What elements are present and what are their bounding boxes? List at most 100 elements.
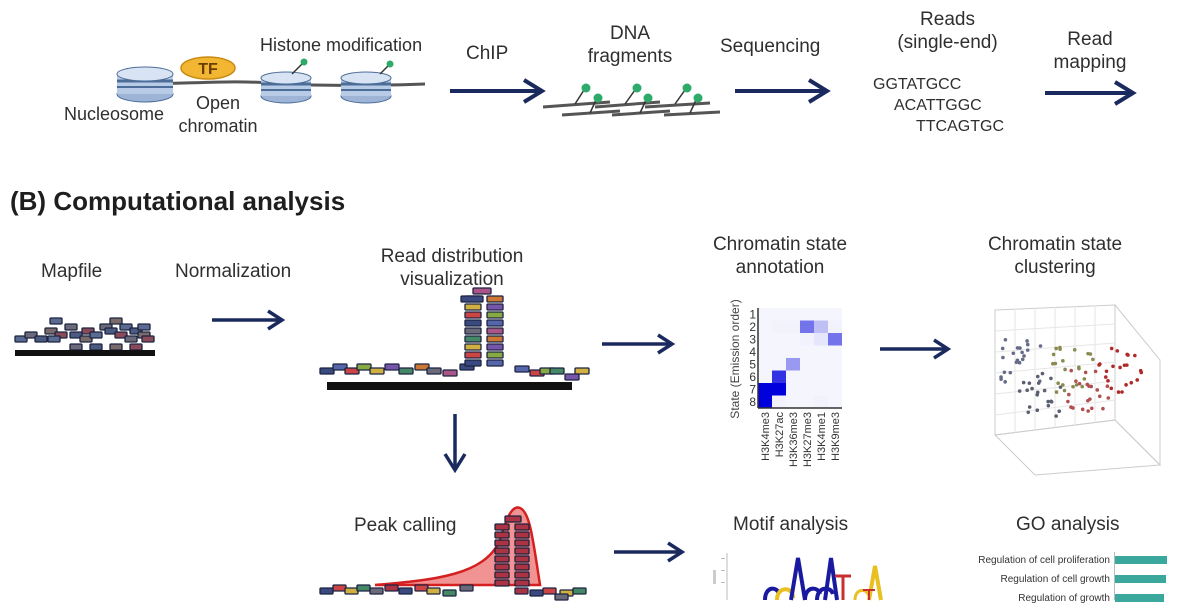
nucleosome-icon	[116, 66, 174, 103]
logo-letter-a	[867, 565, 883, 601]
go-bar	[1115, 575, 1166, 583]
motif-analysis-label: Motif analysis	[733, 514, 849, 535]
scatter-point	[1036, 381, 1041, 385]
scatter-point	[1103, 375, 1108, 379]
heatmap-cell	[786, 320, 800, 333]
heatmap-cell	[758, 395, 772, 408]
arrow-right-icon	[735, 78, 831, 104]
scatter-point	[1072, 348, 1077, 352]
scatter-point	[1035, 390, 1040, 395]
scatter-point	[999, 377, 1003, 381]
read-fragment	[472, 287, 492, 295]
read-fragment	[574, 367, 590, 375]
heatmap-mark-tick: H3K9me3	[830, 412, 842, 461]
scatter-point	[1061, 359, 1065, 363]
read-fragment	[414, 584, 429, 592]
scatter-point	[1049, 376, 1053, 381]
read-fragment	[494, 523, 510, 531]
scatter-point	[1017, 389, 1022, 393]
scatter-point	[1025, 348, 1030, 352]
scatter-point	[1051, 361, 1055, 366]
chromatin-state-clustering-label: Chromatin state clustering	[987, 234, 1123, 278]
genome-baseline	[327, 382, 572, 390]
heatmap-cell	[772, 370, 786, 383]
read-fragment	[34, 335, 48, 343]
scatter-point	[1008, 370, 1013, 375]
scatter-point	[1025, 339, 1029, 343]
scatter-point	[1022, 354, 1026, 358]
scatter-point	[1106, 396, 1111, 400]
read-fragment	[486, 359, 504, 367]
scatter-point	[1017, 360, 1022, 365]
scatter-point	[1074, 379, 1078, 383]
read-fragment	[319, 587, 334, 595]
scatter-point	[1104, 369, 1109, 374]
read-fragment	[514, 547, 530, 555]
heatmap-cell	[814, 308, 828, 321]
logo-letter-c	[815, 586, 835, 601]
scatter-point	[1051, 352, 1056, 357]
histone-tail	[291, 63, 303, 75]
read-fragment	[124, 335, 138, 343]
read-fragment	[464, 319, 482, 327]
scatter-point	[1093, 369, 1098, 374]
read-fragment	[426, 587, 441, 595]
read-fragment	[344, 587, 359, 595]
heatmap-cell	[786, 345, 800, 358]
scatter-point	[1069, 368, 1074, 373]
chromatin-state-annotation-label: Chromatin state annotation	[712, 234, 848, 278]
heatmap-cell	[814, 333, 828, 346]
normalization-label: Normalization	[175, 261, 292, 282]
logo-letter-c	[853, 589, 871, 601]
scatter-point	[1071, 406, 1075, 410]
read-fragment	[114, 331, 128, 339]
heatmap-cell	[772, 383, 786, 396]
scatter-point	[1020, 357, 1025, 362]
dna-fragments-label: DNA fragments	[587, 23, 673, 67]
read-fragment	[514, 587, 529, 595]
scatter-point	[1049, 399, 1053, 404]
heatmap-mark-tick: H3K4me3	[760, 412, 772, 461]
arrow-right-icon	[614, 541, 686, 563]
heatmap-mark-tick: H3K27ac	[774, 412, 786, 458]
go-term-label: Regulation of cell proliferation	[978, 555, 1110, 566]
read-fragment	[486, 327, 504, 335]
scatter-point	[1001, 355, 1005, 360]
panel-b-title: (B) Computational analysis	[10, 186, 346, 216]
scatter-point	[1135, 378, 1140, 382]
scatter-point	[1030, 386, 1034, 391]
scatter-point	[1063, 367, 1067, 372]
heatmap-cell	[758, 320, 772, 333]
read-fragment	[554, 593, 569, 601]
scatter-point	[1133, 353, 1137, 358]
nucleosome-label: Nucleosome	[64, 104, 165, 124]
scatter-point	[1025, 342, 1030, 347]
heatmap-state-tick: 3	[749, 333, 756, 347]
peak-calling-label: Peak calling	[354, 515, 457, 536]
read-fragment	[494, 531, 510, 539]
heatmap-cell	[758, 333, 772, 346]
heatmap-cell	[814, 358, 828, 371]
scatter-point	[1129, 380, 1134, 385]
scatter-point	[1115, 349, 1120, 353]
heatmap-cell	[758, 345, 772, 358]
scatter-point	[1015, 346, 1020, 350]
scatter-point	[1080, 407, 1085, 412]
scatter-point	[1082, 377, 1087, 381]
nucleosome-icon	[260, 58, 312, 104]
read-fragment	[459, 584, 474, 592]
read-fragment	[486, 351, 504, 359]
scatter-point	[1025, 388, 1029, 393]
open-chromatin-label: Open chromatin	[178, 93, 258, 136]
modification-marker-icon	[693, 93, 703, 103]
read-fragment	[109, 317, 123, 325]
scatter-point	[1074, 383, 1079, 387]
scatter-point	[1002, 370, 1007, 375]
read-distribution-diagram	[319, 287, 590, 390]
heatmap-cell	[814, 383, 828, 396]
scatter-point	[1035, 374, 1040, 379]
scatter-point	[1111, 364, 1115, 369]
read-fragment	[494, 555, 510, 563]
read-fragment	[442, 369, 458, 377]
read-fragment	[486, 311, 504, 319]
